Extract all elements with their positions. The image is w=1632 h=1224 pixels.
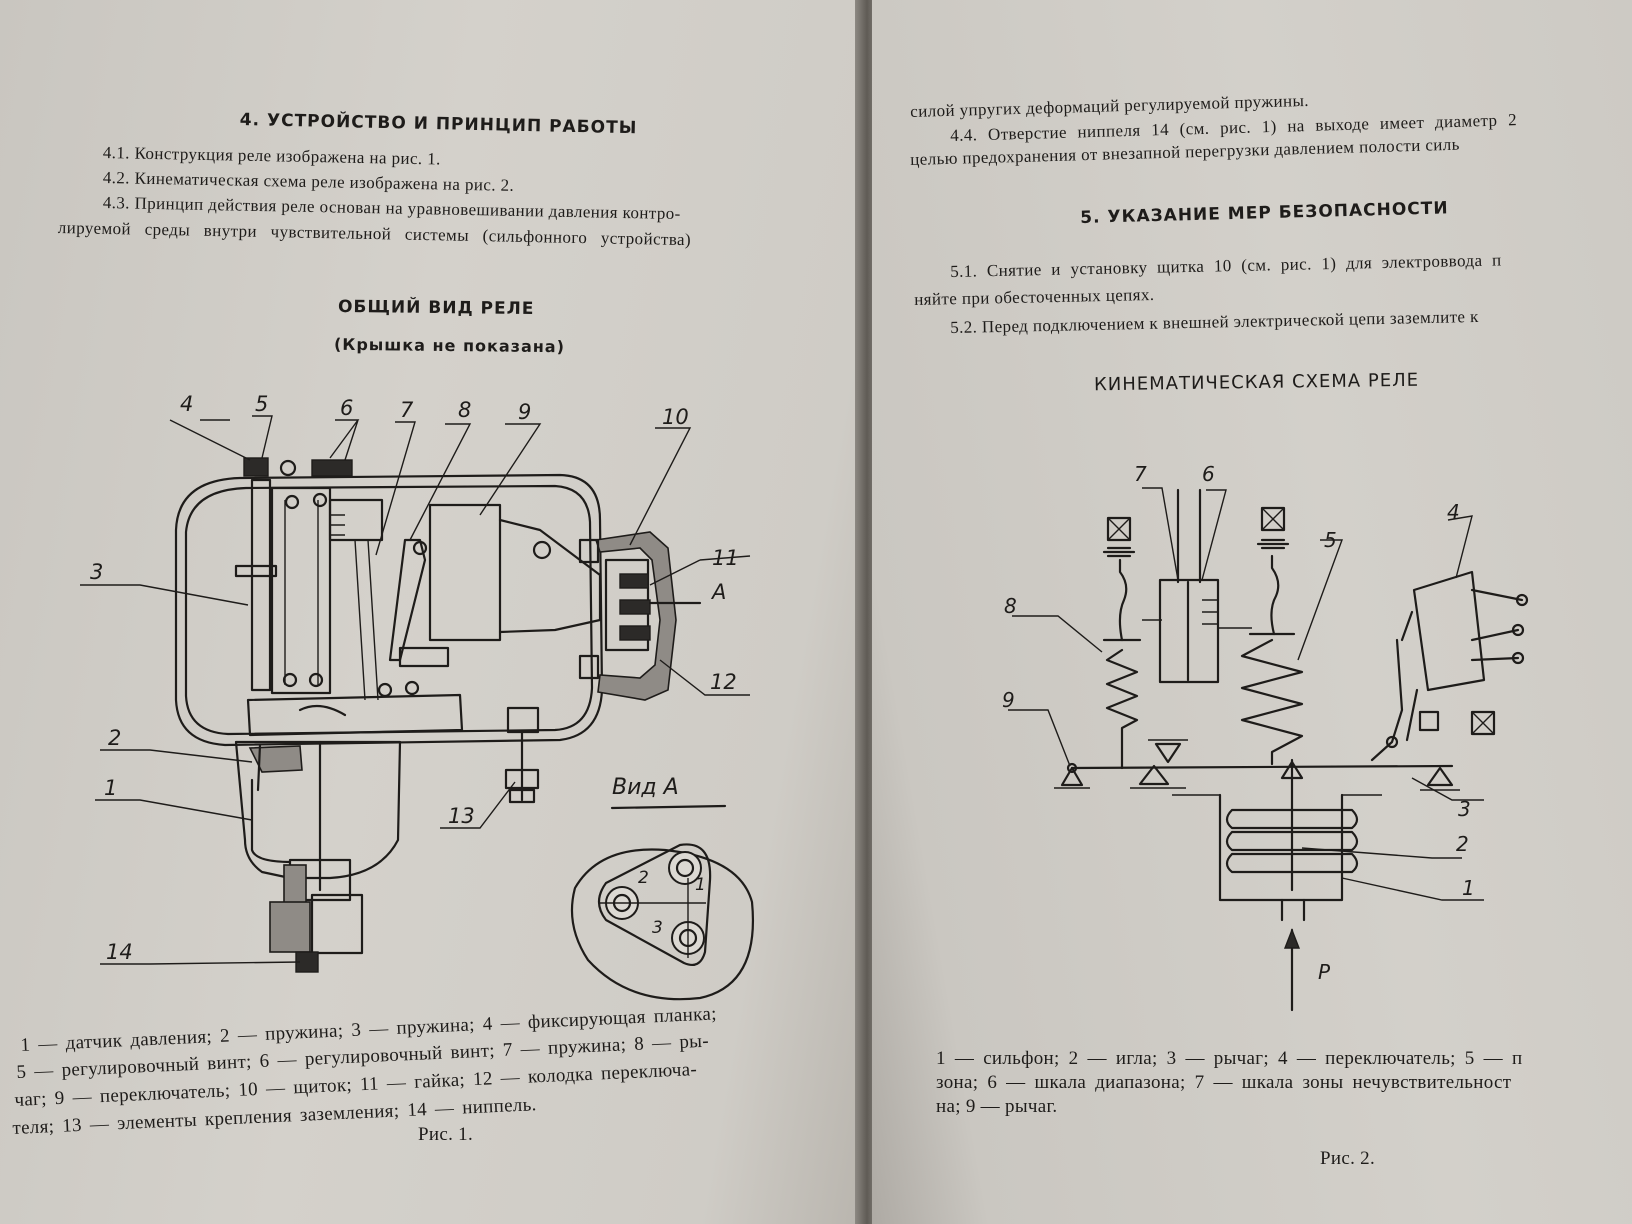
callout-6: 6 bbox=[1202, 462, 1215, 486]
callout-2: 2 bbox=[1456, 832, 1469, 856]
figure-2-legend-line-1: 1 — сильфон; 2 — игла; 3 — рычаг; 4 — пе… bbox=[936, 1048, 1523, 1069]
figure-2-legend-line-2: зона; 6 — шкала диапазона; 7 — шкала зон… bbox=[936, 1072, 1512, 1093]
kinematic-scheme-drawing bbox=[1008, 487, 1529, 1012]
callout-14: 14 bbox=[106, 940, 133, 964]
figure-2-legend-line-3: на; 9 — рычаг. bbox=[936, 1096, 1058, 1117]
callout-7: 7 bbox=[400, 398, 414, 422]
view-a-number-1: 1 bbox=[695, 875, 706, 895]
callout-12: 12 bbox=[710, 670, 737, 694]
figure-1-caption: Рис. 1. bbox=[418, 1124, 474, 1145]
callout-P: Р bbox=[1318, 960, 1331, 984]
callout-7: 7 bbox=[1134, 462, 1147, 486]
callout-5: 5 bbox=[1324, 528, 1337, 552]
callout-1: 1 bbox=[1462, 876, 1475, 900]
callout-2: 2 bbox=[108, 726, 122, 750]
callout-1: 1 bbox=[104, 776, 118, 800]
callout-A: А bbox=[712, 580, 727, 604]
view-a-label: Вид А bbox=[612, 775, 679, 800]
callout-11: 11 bbox=[712, 546, 739, 570]
callout-8: 8 bbox=[458, 398, 472, 422]
left-page: 4. УСТРОЙСТВО И ПРИНЦИП РАБОТЫ 4.1. Конс… bbox=[0, 0, 862, 1224]
callout-8: 8 bbox=[1004, 594, 1017, 618]
callout-4: 4 bbox=[1447, 500, 1460, 524]
callout-3: 3 bbox=[90, 560, 104, 584]
callout-3: 3 bbox=[1458, 797, 1471, 821]
callout-9: 9 bbox=[518, 400, 532, 424]
right-page: силой упругих деформаций регулируемой пр… bbox=[872, 0, 1632, 1224]
callout-6: 6 bbox=[340, 396, 354, 420]
relay-general-view-drawing bbox=[80, 415, 754, 1001]
callout-13: 13 bbox=[448, 804, 475, 828]
callout-5: 5 bbox=[255, 392, 269, 416]
callout-9: 9 bbox=[1002, 688, 1015, 712]
view-a-number-2: 2 bbox=[638, 868, 649, 888]
callout-4: 4 bbox=[180, 392, 194, 416]
callout-10: 10 bbox=[662, 405, 689, 429]
view-a-number-3: 3 bbox=[652, 918, 663, 938]
figure-2-caption: Рис. 2. bbox=[1320, 1148, 1376, 1169]
